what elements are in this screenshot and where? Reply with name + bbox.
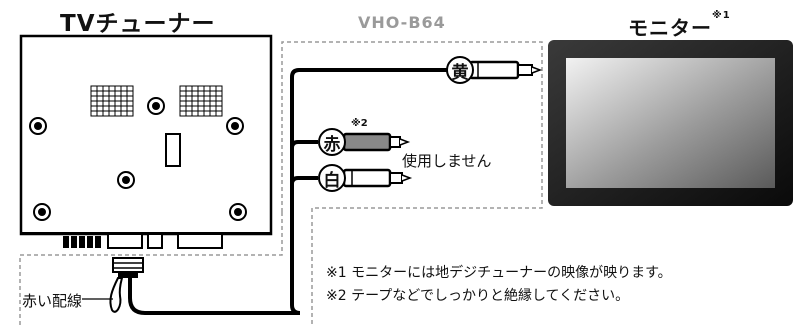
cable-model-label: VHO-B64 <box>358 13 446 32</box>
red-plug-note-mark: ※2 <box>351 118 368 129</box>
red-wire-label: 赤い配線 <box>22 292 83 310</box>
card-slot <box>165 133 181 167</box>
tuner-title: TVチューナー <box>60 11 216 37</box>
monitor-title-text: モニター <box>628 16 712 40</box>
connector-port <box>107 233 143 249</box>
yellow-plug-badge: 黄 <box>446 56 474 84</box>
red-rca-plug <box>342 132 411 152</box>
unused-label: 使用しません <box>402 152 492 170</box>
connector-port <box>147 233 163 249</box>
footnote-1: ※1 モニターには地デジチューナーの映像が映ります。 <box>326 265 672 281</box>
tuner-side-connector <box>109 257 144 313</box>
monitor-title: モニター※1 <box>628 10 731 41</box>
cable-enclosure-outline <box>19 41 543 327</box>
red-plug-badge: 赤 <box>318 128 346 156</box>
tv-tuner-illustration <box>19 34 273 249</box>
white-plug-badge: 白 <box>318 164 346 192</box>
footnote-2: ※2 テープなどでしっかりと絶縁してください。 <box>326 288 630 304</box>
main-cable <box>128 68 456 315</box>
monitor-footnote-mark: ※1 <box>712 10 731 21</box>
monitor-illustration <box>548 40 793 206</box>
white-rca-plug <box>342 168 413 188</box>
yellow-rca-plug <box>468 60 543 80</box>
connector-port <box>177 233 223 249</box>
